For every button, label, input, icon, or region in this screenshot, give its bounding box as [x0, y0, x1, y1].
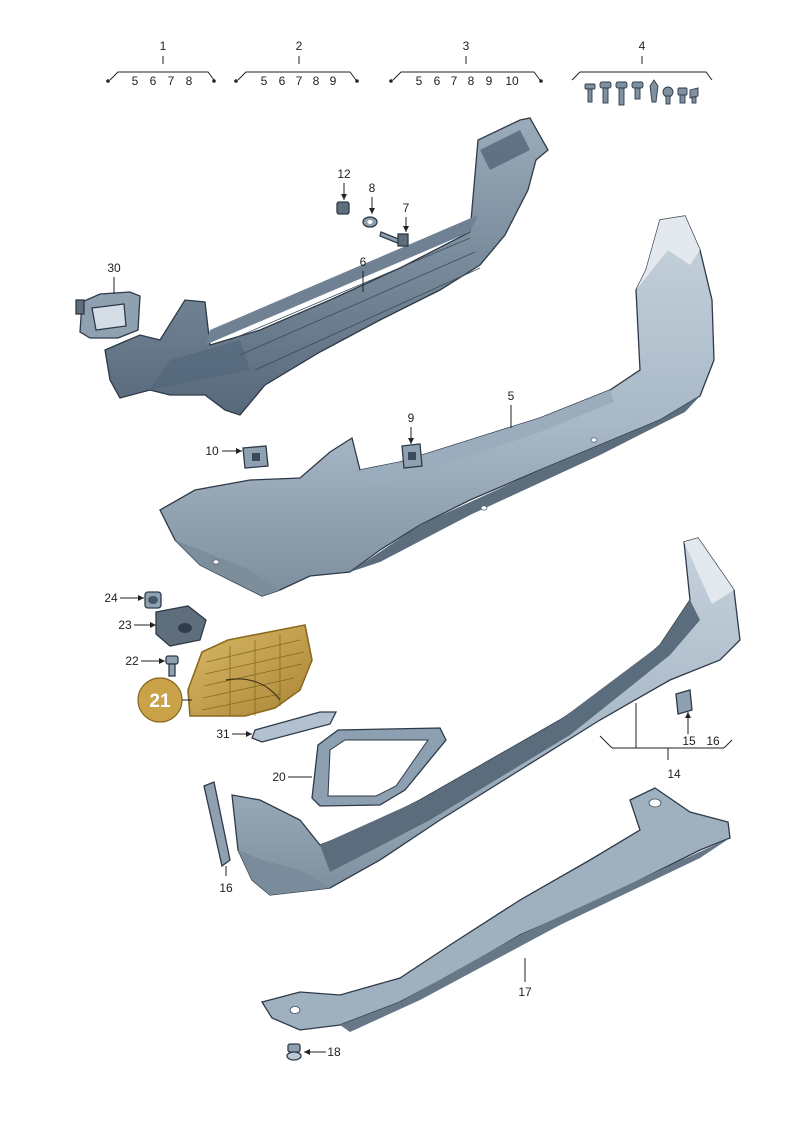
reflector-strip-31 [251, 711, 338, 743]
group-1-number: 1 [160, 39, 167, 53]
grille-21-highlighted [187, 624, 313, 717]
bolt-7 [379, 231, 409, 247]
callout-14: 14 [667, 767, 681, 781]
group-3-member: 10 [505, 74, 519, 88]
callout-12: 12 [337, 167, 351, 181]
callout-9: 9 [408, 411, 415, 425]
callout-17: 17 [518, 985, 532, 999]
impact-beam [104, 117, 549, 416]
callout-21: 21 [149, 691, 171, 712]
group-1-member: 6 [150, 74, 157, 88]
callout-31: 31 [216, 727, 230, 741]
callout-30: 30 [107, 261, 121, 275]
group-2-member: 9 [330, 74, 337, 88]
group-1-member: 5 [132, 74, 139, 88]
fastener-24 [144, 591, 162, 609]
group-3-member: 7 [451, 74, 458, 88]
group-3-number: 3 [463, 39, 470, 53]
callouts: 12 8 7 6 30 5 9 10 24 23 22 21 [104, 167, 733, 1059]
fastener-icons [584, 79, 699, 106]
strip-16 [203, 781, 231, 868]
callout-15: 15 [682, 734, 696, 748]
washer-8 [362, 216, 378, 228]
group-2-number: 2 [296, 39, 303, 53]
callout-16-left: 16 [219, 881, 233, 895]
callout-22: 22 [125, 654, 139, 668]
callout-16-right: 16 [706, 734, 720, 748]
fastener-12 [336, 201, 350, 215]
group-3: 3 5 6 7 8 9 10 [389, 39, 543, 88]
screw-22 [165, 655, 179, 677]
callout-8: 8 [369, 181, 376, 195]
group-3-member: 8 [468, 74, 475, 88]
group-3-member: 9 [486, 74, 493, 88]
group-1-member: 7 [168, 74, 175, 88]
under-panel [260, 787, 731, 1032]
bumper-cover [159, 215, 715, 597]
group-1: 1 5 6 7 8 [106, 39, 216, 88]
bracket-30 [75, 291, 141, 339]
clip-10 [242, 445, 269, 469]
group-2-member: 6 [279, 74, 286, 88]
callout-5: 5 [508, 389, 515, 403]
group-4: 4 [571, 39, 713, 106]
group-2-member: 8 [313, 74, 320, 88]
screw-18 [286, 1043, 302, 1061]
group-1-member: 8 [186, 74, 193, 88]
callout-10: 10 [205, 444, 219, 458]
callout-7: 7 [403, 201, 410, 215]
callout-18: 18 [327, 1045, 341, 1059]
callout-6: 6 [360, 255, 367, 269]
callout-23: 23 [118, 618, 132, 632]
group-3-member: 6 [434, 74, 441, 88]
lower-diffuser [231, 537, 741, 896]
holder-23 [155, 605, 207, 647]
trim-frame-20 [311, 727, 447, 807]
callout-20: 20 [272, 770, 286, 784]
clip-9 [401, 443, 423, 469]
cap-15 [675, 689, 693, 715]
callout-24: 24 [104, 591, 118, 605]
group-3-member: 5 [416, 74, 423, 88]
group-2-member: 7 [296, 74, 303, 88]
group-4-number: 4 [639, 39, 646, 53]
group-2: 2 5 6 7 8 9 [234, 39, 359, 88]
group-2-member: 5 [261, 74, 268, 88]
